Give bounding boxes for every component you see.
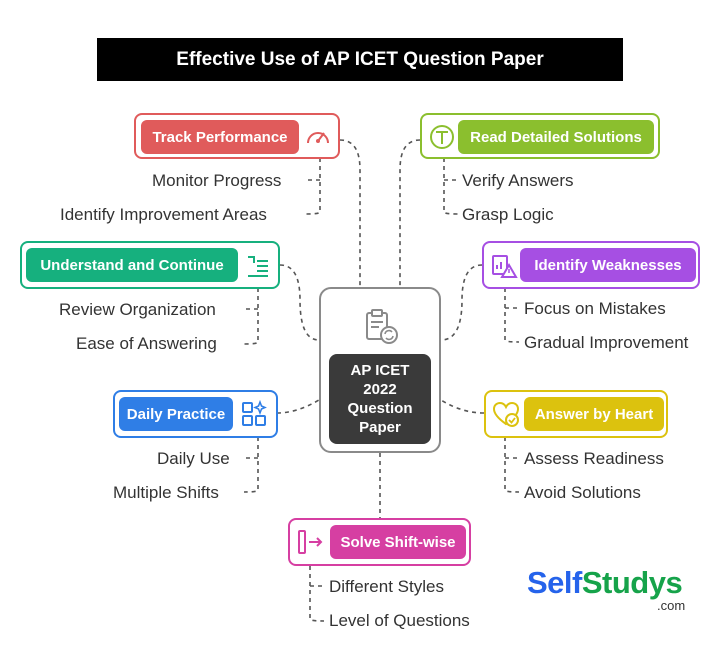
- branch-label: Identify Weaknesses: [520, 248, 696, 282]
- branch-label: Read Detailed Solutions: [458, 120, 654, 154]
- selfstudys-logo: SelfStudys: [527, 565, 683, 601]
- branch-label: Track Performance: [141, 120, 299, 154]
- sub-daily-use: Daily Use: [157, 449, 230, 468]
- center-line-1: AP ICET: [350, 362, 410, 379]
- speedometer-icon: [307, 132, 329, 144]
- branch-understand-and-continue: Understand and Continue: [20, 241, 280, 289]
- diagram-title: Effective Use of AP ICET Question Paper: [97, 38, 623, 81]
- sub-monitor-progress: Monitor Progress: [152, 171, 282, 190]
- branch-answer-by-heart: Answer by Heart: [484, 390, 668, 438]
- sub-focus-on-mistakes: Focus on Mistakes: [524, 299, 666, 318]
- center-line-3: Question: [347, 400, 413, 417]
- grid-sparkle-icon: [242, 400, 267, 426]
- center-node: AP ICET 2022 Question Paper: [319, 287, 441, 453]
- branch-read-detailed-solutions: Read Detailed Solutions: [420, 113, 660, 159]
- branch-label: Daily Practice: [119, 397, 233, 431]
- branch-identify-weaknesses: Identify Weaknesses: [482, 241, 700, 289]
- logo-self: Self: [527, 565, 582, 600]
- warning-chart-icon: [492, 255, 518, 278]
- list-arrow-icon: [248, 256, 268, 277]
- center-title: AP ICET 2022 Question Paper: [329, 354, 431, 444]
- sub-gradual-improvement: Gradual Improvement: [524, 333, 689, 352]
- text-clock-icon: [430, 125, 454, 149]
- sub-ease-of-answering: Ease of Answering: [76, 334, 217, 353]
- heart-check-icon: [492, 401, 520, 427]
- center-line-2: 2022: [363, 381, 397, 398]
- logo-domain: .com: [657, 598, 686, 613]
- center-line-4: Paper: [359, 419, 401, 436]
- sub-verify-answers: Verify Answers: [462, 171, 574, 190]
- branch-label: Solve Shift-wise: [330, 525, 466, 559]
- branch-solve-shift-wise: Solve Shift-wise: [288, 518, 471, 566]
- logo-studys: Studys: [581, 565, 683, 600]
- sub-identify-improvement-areas: Identify Improvement Areas: [60, 205, 267, 224]
- document-refresh-icon: [366, 309, 398, 344]
- branch-label: Understand and Continue: [26, 248, 238, 282]
- sub-review-organization: Review Organization: [59, 300, 216, 319]
- sub-grasp-logic: Grasp Logic: [462, 205, 554, 224]
- sub-level-of-questions: Level of Questions: [329, 611, 470, 630]
- sub-multiple-shifts: Multiple Shifts: [113, 483, 219, 502]
- branch-track-performance: Track Performance: [134, 113, 340, 159]
- sub-different-styles: Different Styles: [329, 577, 444, 596]
- branch-label: Answer by Heart: [524, 397, 664, 431]
- sub-assess-readiness: Assess Readiness: [524, 449, 664, 468]
- arrow-bar-icon: [298, 530, 323, 554]
- branch-daily-practice: Daily Practice: [113, 390, 278, 438]
- sub-avoid-solutions: Avoid Solutions: [524, 483, 641, 502]
